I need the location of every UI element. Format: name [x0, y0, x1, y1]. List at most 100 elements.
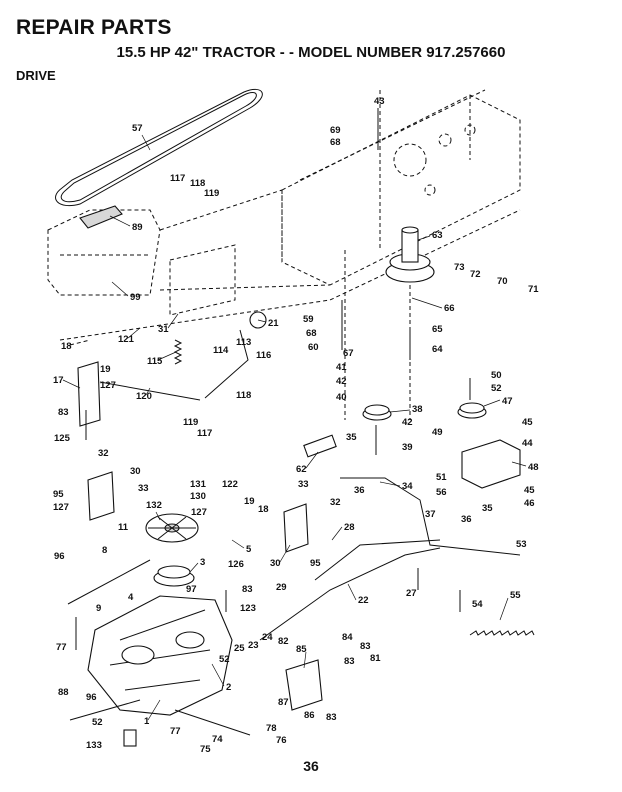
- part-callout: 23: [248, 640, 259, 651]
- part-callout: 99: [130, 292, 141, 303]
- part-callout: 123: [240, 603, 256, 614]
- part-callout: 18: [258, 504, 269, 515]
- belt-guide: [79, 205, 123, 229]
- part-callout: 86: [304, 710, 315, 721]
- part-callout: 67: [343, 348, 354, 359]
- leader-line: [211, 663, 225, 687]
- part-callout: 69: [330, 125, 341, 136]
- leader-line: [483, 399, 501, 407]
- part-callout: 52: [491, 383, 502, 394]
- part-callout: 95: [53, 489, 64, 500]
- part-callout: 95: [310, 558, 321, 569]
- part-callout: 35: [482, 503, 493, 514]
- part-callout: 113: [236, 337, 251, 348]
- part-callout: 77: [170, 726, 181, 737]
- part-callout: 44: [522, 438, 533, 449]
- part-callout: 54: [472, 599, 483, 610]
- part-callout: 117: [197, 428, 212, 439]
- part-callout: 36: [461, 514, 472, 525]
- part-callout: 50: [491, 370, 502, 381]
- leader-line: [331, 526, 343, 541]
- part-callout: 115: [147, 356, 163, 367]
- part-callout: 19: [244, 496, 255, 507]
- part-callout: 63: [432, 230, 443, 241]
- part-callout: 53: [516, 539, 527, 550]
- part-callout: 83: [242, 584, 253, 595]
- brake-rod: [314, 539, 441, 581]
- part-callout: 119: [204, 188, 219, 199]
- part-callout: 36: [354, 485, 365, 496]
- leader-line: [147, 699, 161, 721]
- part-callout: 49: [432, 427, 443, 438]
- part-callout: 51: [436, 472, 447, 483]
- part-callout: 120: [136, 391, 152, 402]
- leader-line: [167, 313, 179, 329]
- part-callout: 30: [270, 558, 281, 569]
- part-callout: 83: [344, 656, 355, 667]
- part-callout: 34: [402, 481, 413, 492]
- part-callout: 85: [296, 644, 307, 655]
- page-title: REPAIR PARTS: [16, 16, 172, 39]
- part-callout: 77: [56, 642, 67, 653]
- shift-rod: [99, 381, 201, 401]
- part-callout: 1: [144, 716, 150, 727]
- part-callout: 47: [502, 396, 513, 407]
- part-callout: 37: [425, 509, 436, 520]
- part-callout: 74: [212, 734, 223, 745]
- part-callout: 84: [342, 632, 353, 643]
- part-callout: 2: [226, 682, 231, 693]
- leader-line: [157, 351, 177, 361]
- part-callout: 72: [470, 269, 481, 280]
- part-callout: 89: [132, 222, 143, 233]
- shift-spring: [173, 339, 183, 365]
- leader-line: [279, 544, 291, 563]
- part-callout: 121: [118, 334, 135, 345]
- input-shaft: [67, 559, 151, 605]
- part-callout: 33: [298, 479, 309, 490]
- part-callout: 82: [278, 636, 289, 647]
- part-callout: 83: [58, 407, 69, 418]
- part-callout: 28: [344, 522, 355, 533]
- part-callout: 57: [132, 123, 143, 134]
- part-callout: 64: [432, 344, 443, 355]
- part-callout: 131: [190, 479, 207, 490]
- part-callout: 127: [53, 502, 69, 513]
- part-callout: 42: [402, 417, 413, 428]
- part-callout: 126: [228, 559, 244, 570]
- part-callout: 59: [303, 314, 314, 325]
- leader-line: [379, 481, 401, 487]
- part-callout: 73: [454, 262, 465, 273]
- transaxle: [69, 595, 251, 736]
- part-callout: 31: [158, 324, 169, 335]
- part-callout: 132: [146, 500, 162, 511]
- part-callout: 122: [222, 479, 238, 490]
- part-callout: 118: [236, 390, 251, 401]
- leader-line: [141, 134, 151, 151]
- leader-line: [155, 511, 161, 521]
- shift-bracket: [77, 361, 101, 427]
- part-callout: 41: [336, 362, 347, 373]
- part-callout: 24: [262, 632, 273, 643]
- leader-line: [109, 215, 131, 227]
- clutch-pedal-pad: [303, 434, 337, 458]
- part-callout: 96: [86, 692, 97, 703]
- axle-spacer: [123, 729, 137, 747]
- part-callout: 33: [138, 483, 149, 494]
- part-callout: 52: [92, 717, 103, 728]
- drive-belt: [55, 88, 263, 206]
- leader-line: [305, 451, 319, 469]
- part-callout: 62: [296, 464, 307, 475]
- part-callout: 83: [360, 641, 371, 652]
- transaxle-pulley: [153, 565, 195, 587]
- brake-link: [259, 547, 441, 641]
- brake-linkage-bracket: [285, 659, 323, 711]
- part-callout: 3: [200, 557, 205, 568]
- part-callout: 125: [54, 433, 71, 444]
- part-callout: 52: [219, 654, 230, 665]
- part-callout: 56: [436, 487, 447, 498]
- leader-line: [127, 327, 141, 339]
- leader-line: [231, 539, 245, 549]
- part-callout: 75: [200, 744, 211, 755]
- leader-line: [347, 583, 357, 601]
